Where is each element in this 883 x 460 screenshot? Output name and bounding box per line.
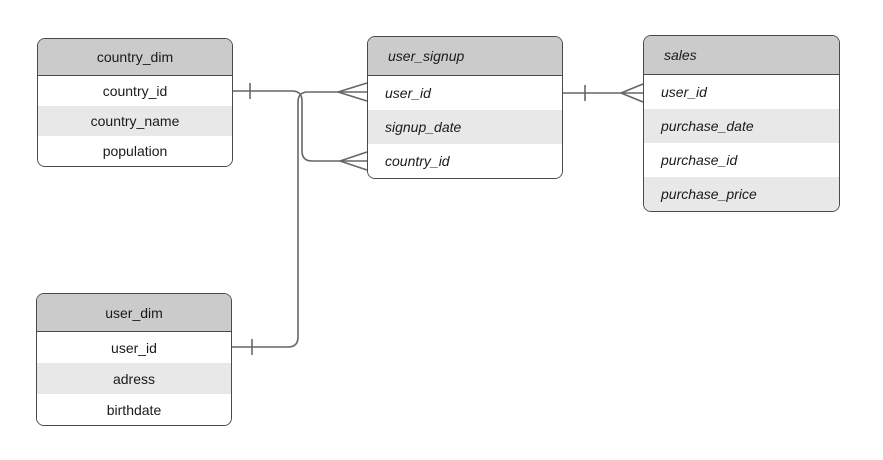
relationship-countrydim-usersignup[interactable] bbox=[233, 83, 368, 171]
entity-field-row: country_id bbox=[38, 76, 232, 106]
entity-field-row: user_id bbox=[644, 75, 839, 109]
crow-foot-icon bbox=[620, 83, 644, 103]
entity-field-row: purchase_date bbox=[644, 109, 839, 143]
crow-foot-icon bbox=[337, 82, 368, 102]
entity-field-row: country_name bbox=[38, 106, 232, 136]
entity-field-row: user_id bbox=[37, 332, 231, 363]
relationship-usersignup-sales[interactable] bbox=[563, 83, 644, 103]
entity-field-row: adress bbox=[37, 363, 231, 394]
entity-title: user_signup bbox=[368, 37, 562, 76]
entity-user-dim[interactable]: user_dim user_id adress birthdate bbox=[36, 293, 232, 426]
connector-line bbox=[232, 91, 367, 348]
relationship-userdim-usersignup[interactable] bbox=[232, 82, 368, 355]
entity-country-dim[interactable]: country_dim country_id country_name popu… bbox=[37, 38, 233, 167]
crow-foot-icon bbox=[339, 151, 368, 171]
connector-line bbox=[233, 90, 367, 162]
entity-sales[interactable]: sales user_id purchase_date purchase_id … bbox=[643, 35, 840, 212]
entity-title: country_dim bbox=[38, 39, 232, 76]
entity-field-row: country_id bbox=[368, 144, 562, 178]
entity-field-row: user_id bbox=[368, 76, 562, 110]
entity-field-row: purchase_id bbox=[644, 143, 839, 177]
entity-title: sales bbox=[644, 36, 839, 75]
entity-field-row: signup_date bbox=[368, 110, 562, 144]
entity-field-row: birthdate bbox=[37, 394, 231, 425]
entity-field-row: purchase_price bbox=[644, 177, 839, 211]
entity-title: user_dim bbox=[37, 294, 231, 332]
entity-field-row: population bbox=[38, 136, 232, 166]
entity-user-signup[interactable]: user_signup user_id signup_date country_… bbox=[367, 36, 563, 179]
